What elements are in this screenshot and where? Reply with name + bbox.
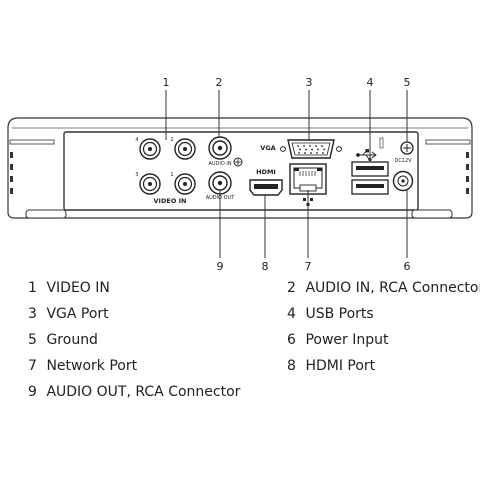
legend-number: 4 [287,306,296,322]
legend-item-2: 2 AUDIO IN, RCA Connector [287,280,480,296]
vga-port: VGA [260,139,342,159]
bnc-connector-3 [139,173,161,195]
channel-label-4: 4 [135,137,138,143]
legend-label: Power Input [305,332,389,348]
legend-item-4: 4 USB Ports [287,306,374,322]
legend-item-6: 6 Power Input [287,332,388,348]
legend-number: 8 [287,358,296,374]
legend-label: AUDIO IN, RCA Connector [305,280,480,296]
legend-number: 9 [28,384,37,400]
left-vents [10,152,13,194]
vga-panel-label: VGA [260,144,275,152]
video-in-panel-label: VIDEO IN [154,197,187,205]
usb-ports [351,137,389,195]
device-chassis [7,117,473,219]
legend-number: 1 [28,280,37,296]
callout-number-4: 4 [367,76,374,89]
legend-item-7: 7 Network Port [28,358,137,374]
audio-in-panel-label: AUDIO IN [208,161,231,167]
channel-label-3: 3 [135,172,138,178]
callout-number-5: 5 [404,76,411,89]
leader-lines [165,90,408,258]
callout-numbers: 1 2 3 4 5 6 7 8 9 [163,76,411,273]
legend-label: Ground [46,332,98,348]
channel-label-1: 1 [170,172,173,178]
legend-number: 7 [28,358,37,374]
callout-number-7: 7 [305,260,312,273]
ground-terminal [400,141,414,155]
hdmi-panel-label: HDMI [256,168,276,176]
legend-label: VGA Port [46,306,109,322]
legend-label: Network Port [46,358,138,374]
legend-number: 6 [287,332,296,348]
bnc-connector-1 [174,173,196,195]
callout-number-6: 6 [404,260,411,273]
legend-number: 5 [28,332,37,348]
right-vents [466,152,469,194]
legend-item-1: 1 VIDEO IN [28,280,110,296]
legend-label: USB Ports [305,306,374,322]
channel-label-2: 2 [170,137,173,143]
callout-number-8: 8 [262,260,269,273]
legend-item-9: 9 AUDIO OUT, RCA Connector [28,384,240,400]
callout-number-1: 1 [163,76,170,89]
callout-number-9: 9 [217,260,224,273]
power-input: DC12V [392,158,414,192]
callout-number-2: 2 [216,76,223,89]
dc-panel-label: DC12V [394,158,412,164]
bnc-connector-2 [174,138,196,160]
hdmi-port: HDMI [249,168,283,196]
legend-number: 2 [287,280,296,296]
legend-item-5: 5 Ground [28,332,98,348]
callout-number-3: 3 [306,76,313,89]
legend-label: HDMI Port [305,358,376,374]
legend-label: VIDEO IN [46,280,110,296]
legend-item-3: 3 VGA Port [28,306,109,322]
legend-number: 3 [28,306,37,322]
audio-tuning-icon [233,157,243,167]
audio-in-rca: AUDIO IN [208,136,232,167]
bnc-connector-4 [139,138,161,160]
legend-label: AUDIO OUT, RCA Connector [46,384,241,400]
network-port [289,163,327,206]
video-in-bnc-group: 4 2 3 1 VIDEO IN [135,137,196,205]
legend-item-8: 8 HDMI Port [287,358,375,374]
